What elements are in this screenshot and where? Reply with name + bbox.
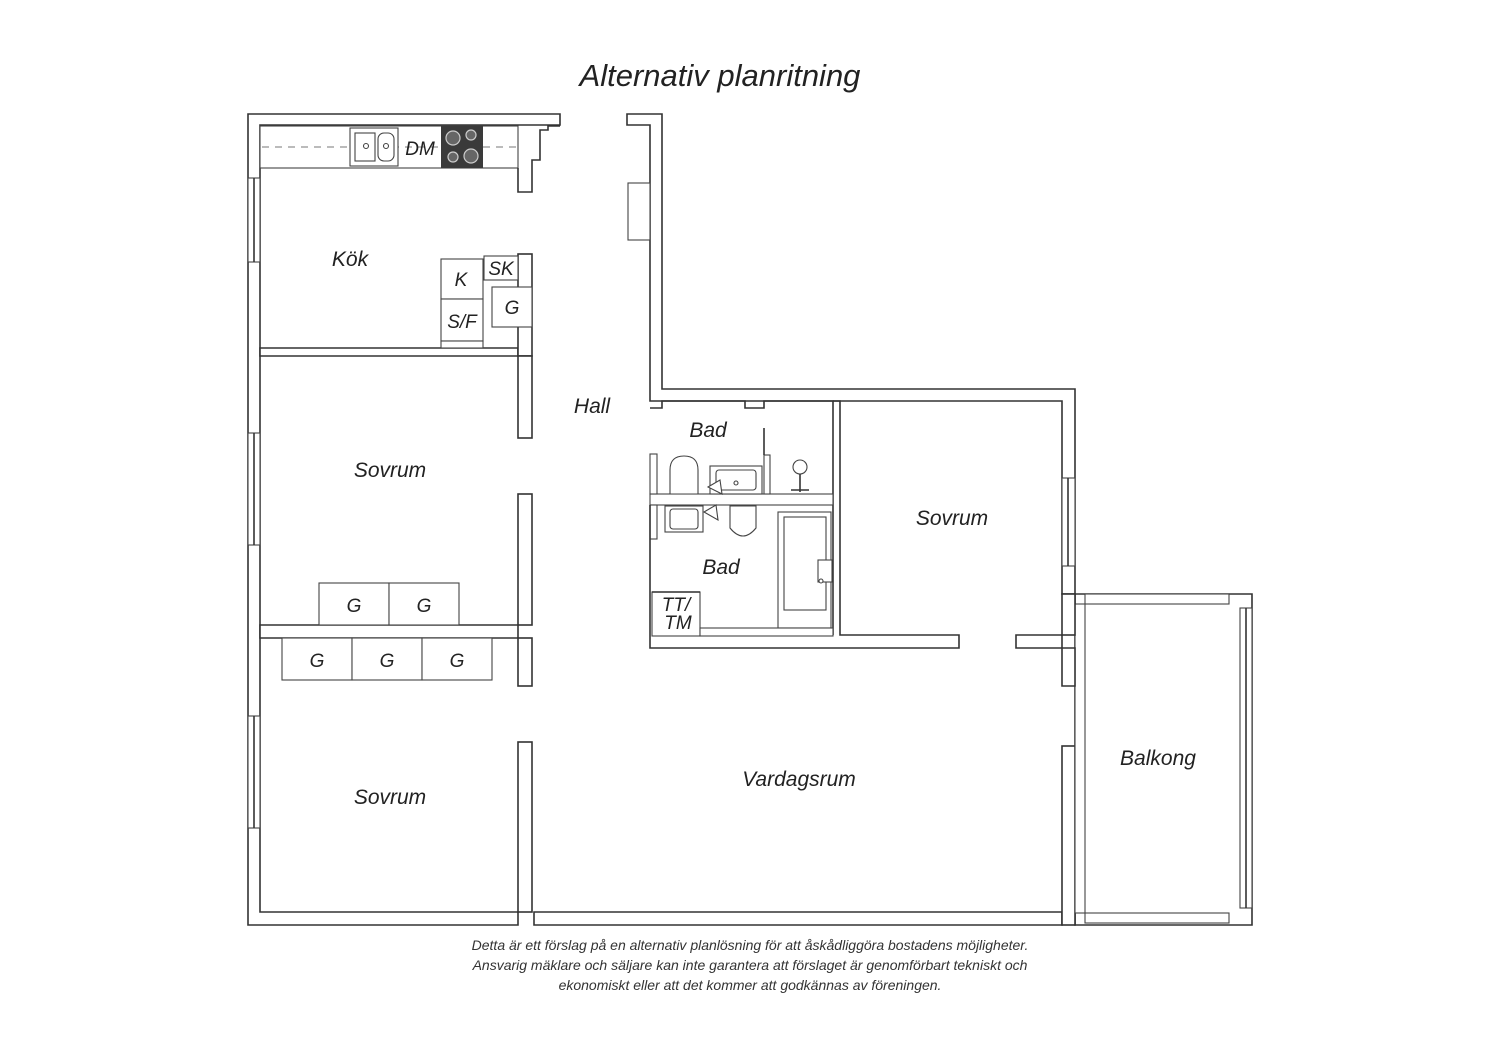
shower-icon [791,459,809,492]
room-label-bad-1: Bad [689,419,728,442]
dryer-label: TM [664,613,692,634]
bedroom-2 [281,637,533,913]
bedroom-1 [259,493,533,639]
room-label-bad-2: Bad [702,556,741,579]
dishwasher-label: DM [405,139,435,160]
disclaimer-line: Ansvarig mäklare och säljare kan inte ga… [472,957,1028,973]
windows [247,177,1253,924]
wardrobe-label: G [347,596,362,617]
room-label-sovrum-1: Sovrum [354,459,426,482]
freezer-label: S/F [447,312,478,333]
room-labels: Kök Hall Bad Bad Sovrum Sovrum Sovrum Va… [332,248,1196,809]
fridge-label: K [455,270,469,291]
stove-icon [441,126,483,168]
room-label-sovrum-2: Sovrum [354,786,426,809]
wardrobe-label: G [505,298,520,319]
bedroom-3 [1015,593,1076,687]
room-label-vardagsrum: Vardagsrum [742,768,856,791]
bathtub-icon [777,511,833,629]
wardrobe-label: G [380,651,395,672]
page-title: Alternativ planritning [579,58,861,93]
wardrobe-label: G [450,651,465,672]
washer-label: TT/ [662,595,692,616]
fixture-labels: DM K SK S/F G G G G G G TT/ TM [310,139,692,672]
room-label-hall: Hall [574,395,612,418]
room-label-kok: Kök [332,248,370,271]
wardrobe-label: G [417,596,432,617]
disclaimer-line: ekonomiskt eller att det kommer att godk… [558,977,942,993]
room-label-sovrum-3: Sovrum [916,507,988,530]
toilet-icon [669,455,699,495]
bathrooms [649,400,960,649]
room-label-balkong: Balkong [1120,747,1196,770]
wardrobe-label: G [310,651,325,672]
disclaimer-line: Detta är ett förslag på en alternativ pl… [471,937,1029,953]
cabinet-label: SK [488,259,515,280]
disclaimer: Detta är ett förslag på en alternativ pl… [400,935,1100,995]
kitchen [259,125,651,439]
